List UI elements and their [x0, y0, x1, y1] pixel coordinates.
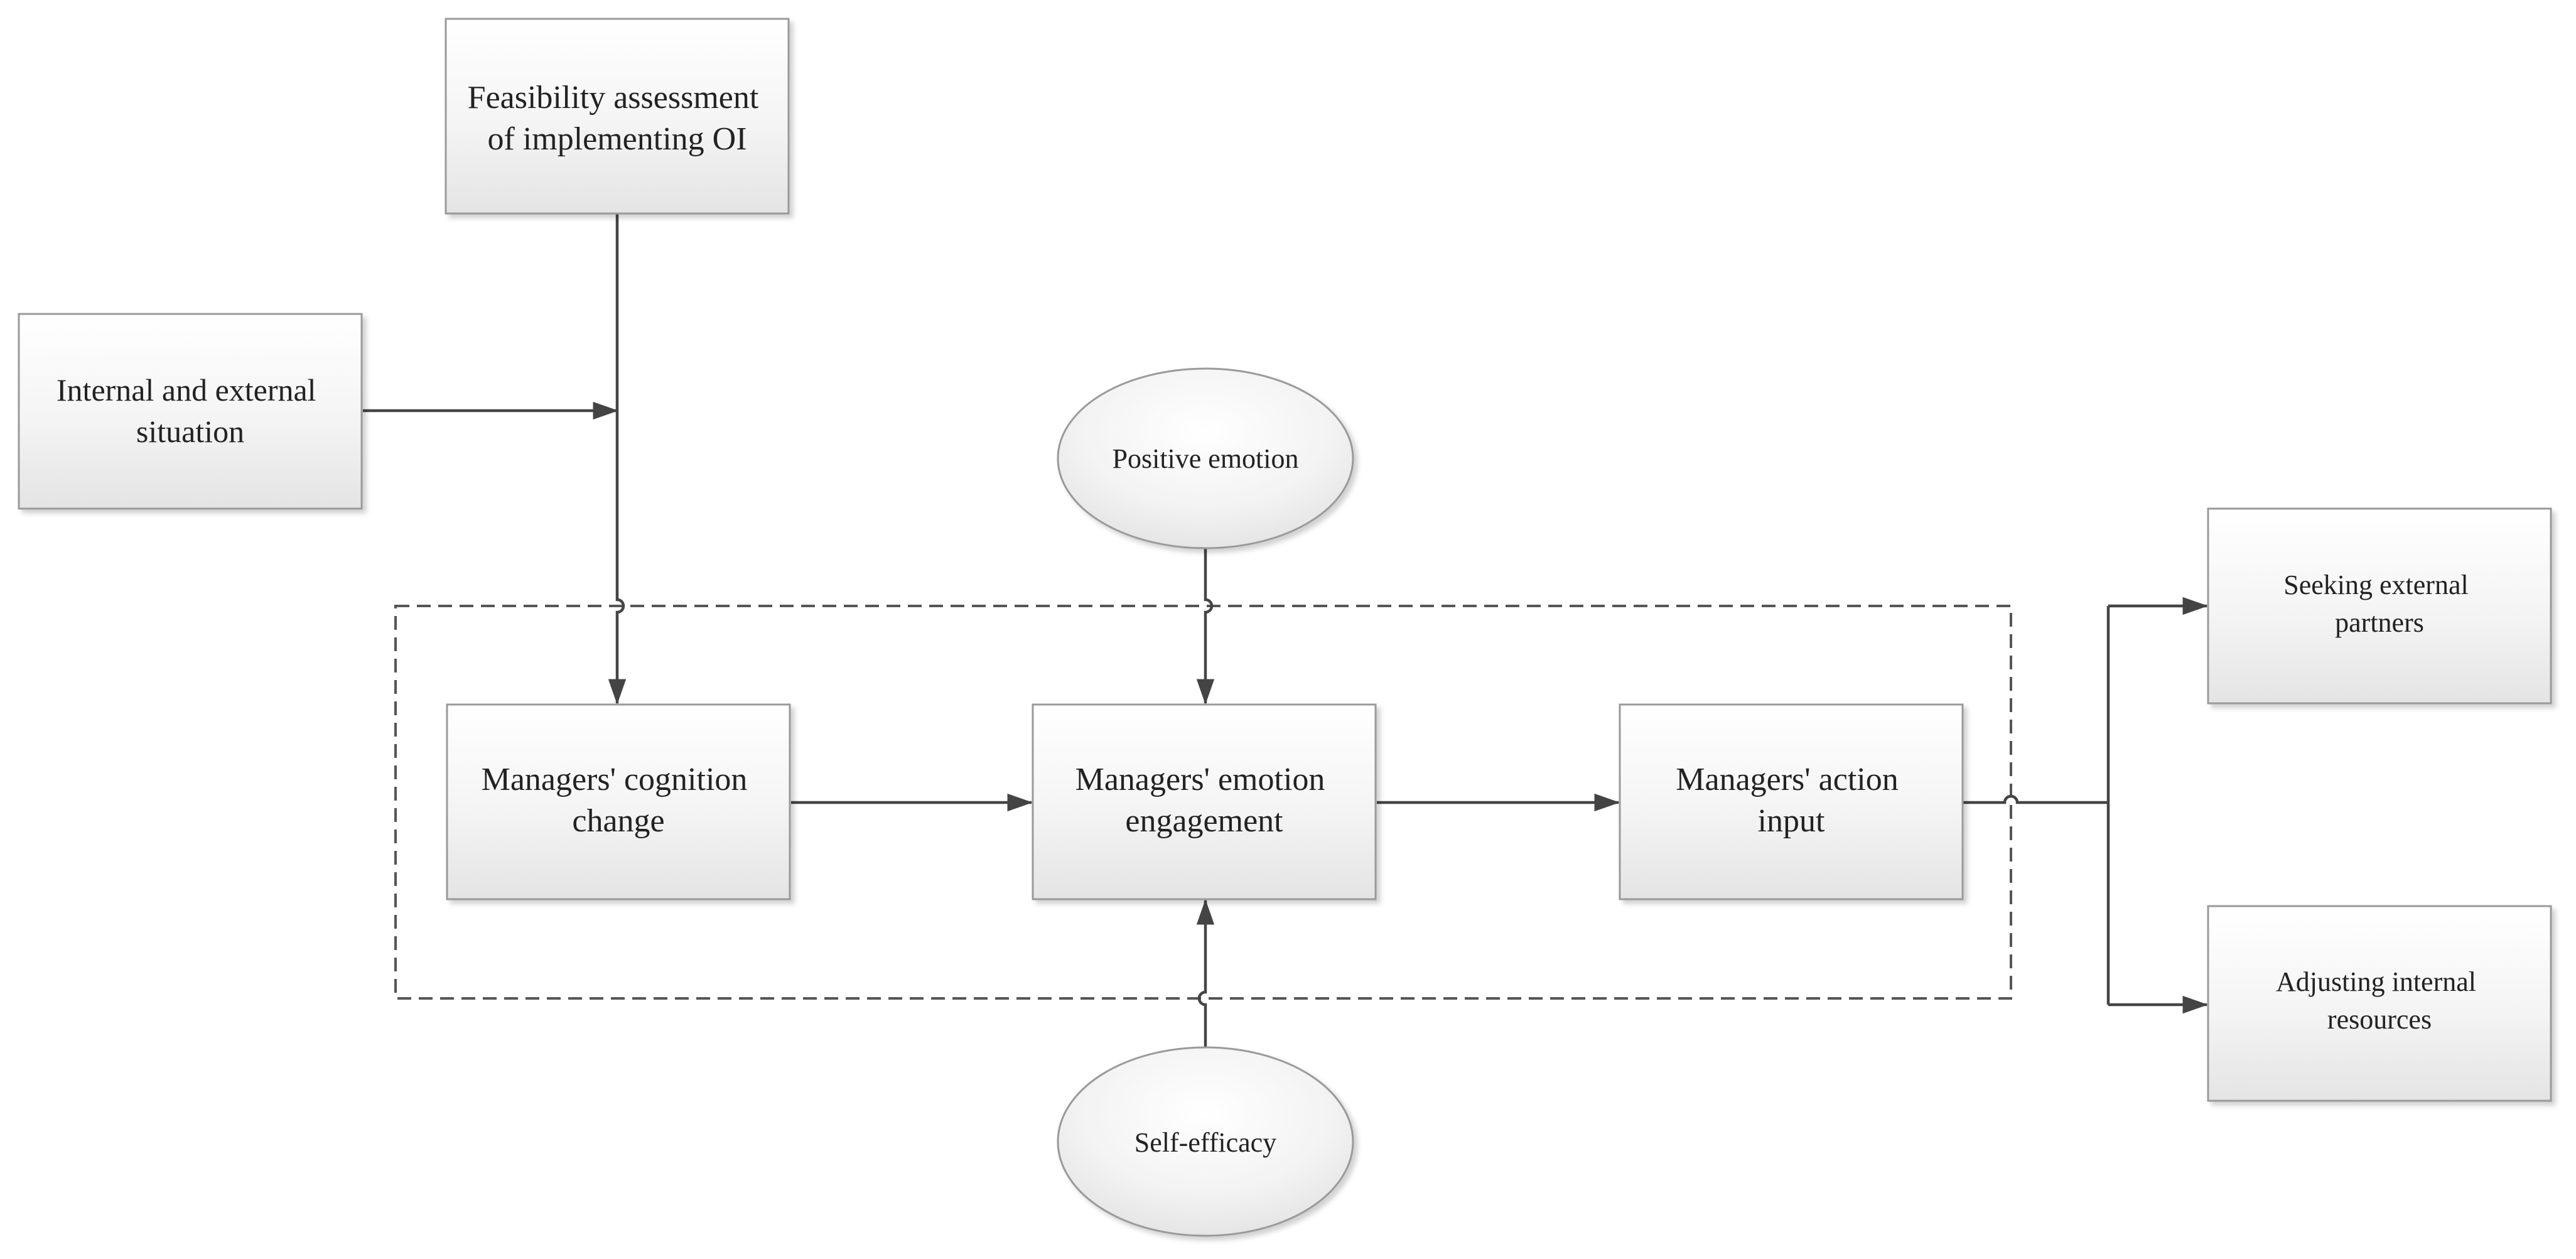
- svg-text:Adjusting internal resou: Adjusting internal resources: [2276, 966, 2483, 1035]
- node-feasibility: Feasibility assessment of implementing O…: [445, 18, 790, 215]
- node-feasibility-line-2: of implementing OI: [487, 121, 746, 157]
- node-situation: Internal and external situation: [18, 313, 363, 510]
- node-action-line-2: input: [1758, 803, 1825, 839]
- svg-text:Self-efficacy: Self-efficacy: [1134, 1127, 1276, 1158]
- node-adjusting-line-1: Adjusting internal: [2276, 966, 2476, 997]
- node-situation-line-1: Internal and external: [57, 372, 316, 408]
- svg-text:Seeking external partner: Seeking external partners: [2283, 570, 2475, 638]
- connectors: [363, 213, 2209, 1047]
- node-self-efficacy-line-1: Self-efficacy: [1134, 1127, 1276, 1158]
- node-seeking-line-1: Seeking external: [2283, 570, 2468, 600]
- node-emotion-line-2: engagement: [1125, 803, 1283, 839]
- svg-text:Managers' action input: Managers' action input: [1676, 762, 1906, 839]
- svg-text:Managers' emotion engage: Managers' emotion engagement: [1075, 762, 1334, 839]
- node-self-efficacy: Self-efficacy: [1057, 1046, 1354, 1237]
- node-emotion-line-1: Managers' emotion: [1075, 762, 1325, 797]
- edge-positive-emotion-to-emotion: [1196, 548, 1215, 705]
- node-seeking: Seeking external partners: [2207, 507, 2552, 705]
- node-action: Managers' action input: [1619, 703, 1964, 900]
- node-adjusting: Adjusting internal resources: [2207, 905, 2552, 1102]
- node-cognition: Managers' cognition change: [446, 703, 791, 900]
- node-positive-emotion: Positive emotion: [1057, 367, 1354, 549]
- svg-text:Internal and external si: Internal and external situation: [57, 372, 324, 449]
- node-adjusting-line-2: resources: [2327, 1004, 2432, 1035]
- node-action-line-1: Managers' action: [1676, 762, 1898, 797]
- svg-text:Managers' cognition chan: Managers' cognition change: [482, 762, 756, 839]
- edge-feasibility-to-cognition: [608, 213, 627, 705]
- node-cognition-line-2: change: [572, 803, 664, 839]
- node-cognition-line-1: Managers' cognition: [482, 762, 748, 797]
- node-seeking-line-2: partners: [2335, 607, 2424, 638]
- node-positive-emotion-line-1: Positive emotion: [1113, 443, 1299, 474]
- svg-text:Feasibility assessment o: Feasibility assessment of implementing O…: [468, 80, 767, 157]
- node-feasibility-line-1: Feasibility assessment: [468, 80, 759, 116]
- node-emotion: Managers' emotion engagement: [1032, 703, 1377, 900]
- edge-self-efficacy-to-emotion: [1196, 899, 1215, 1047]
- svg-text:Positive emotion: Positive emotion: [1113, 443, 1299, 474]
- edge-action-to-branch: [1963, 794, 2108, 804]
- node-situation-line-2: situation: [136, 414, 244, 449]
